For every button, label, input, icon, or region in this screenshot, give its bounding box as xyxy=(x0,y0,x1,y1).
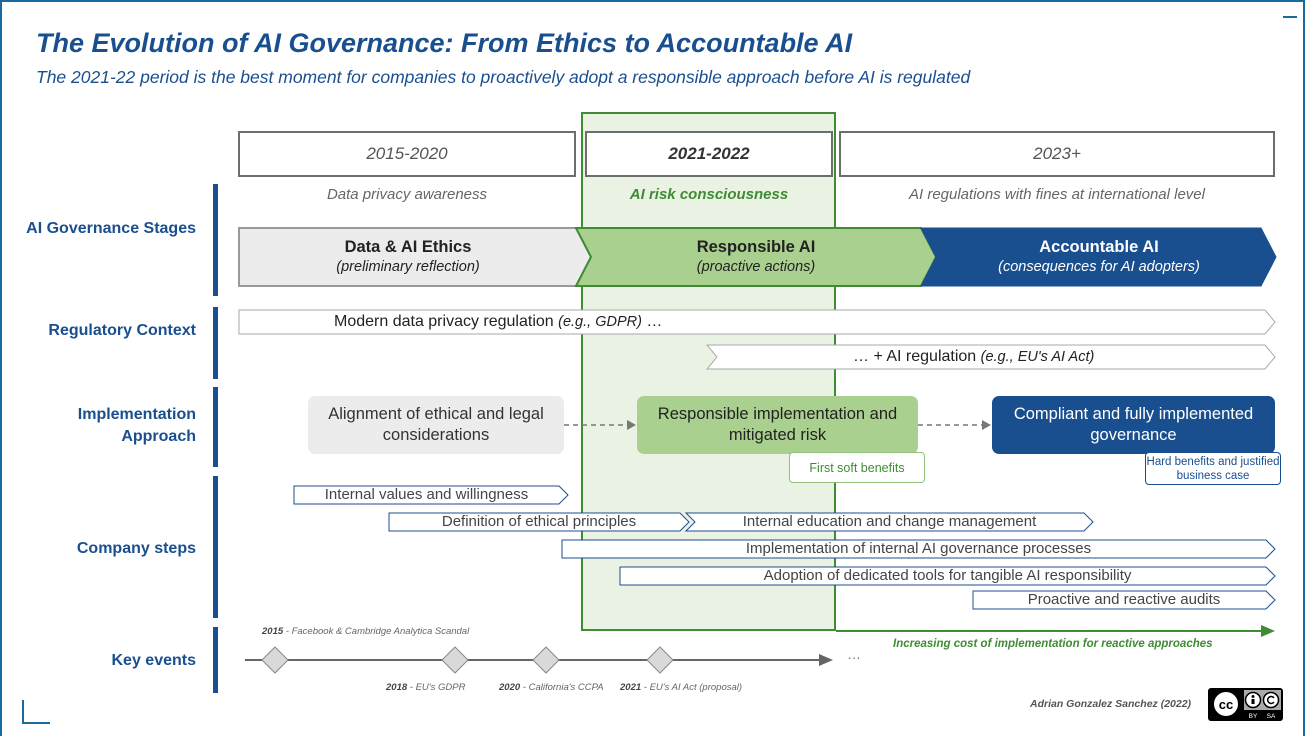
step-values-text: Internal values and willingness xyxy=(324,486,529,503)
soft-benefits-badge: First soft benefits xyxy=(789,452,925,483)
event-2018-diamond xyxy=(441,646,469,674)
stage-accountable-title: Accountable AI xyxy=(1039,238,1159,256)
timeline-arrow-head xyxy=(819,654,833,666)
corner-mark-top-right xyxy=(1283,16,1297,18)
step-arrow-tools xyxy=(619,566,1276,586)
cost-note: Increasing cost of implementation for re… xyxy=(893,638,1213,650)
step-audits-text: Proactive and reactive audits xyxy=(1027,591,1221,608)
stage-ethics-text: Data & AI Ethics (preliminary reflection… xyxy=(245,237,571,277)
event-2015-label: 2015 - Facebook & Cambridge Analytica Sc… xyxy=(262,626,470,637)
row-label-events: Key events xyxy=(111,652,197,669)
step-principles-text: Definition of ethical principles xyxy=(441,513,637,530)
period-2015-2020-box: 2015-2020 xyxy=(238,131,576,177)
step-arrow-audits xyxy=(972,590,1276,610)
impl-responsible-box: Responsible implementation and mitigated… xyxy=(637,396,918,454)
event-2020-diamond xyxy=(532,646,560,674)
hard-benefits-badge: Hard benefits and justified business cas… xyxy=(1145,452,1281,485)
event-2018-year: 2018 xyxy=(386,682,408,693)
event-2015-text: Facebook & Cambridge Analytica Scandal xyxy=(291,626,470,637)
impl-connector-1-head xyxy=(627,420,636,430)
frame-left-border xyxy=(0,0,2,736)
event-2018-label: 2018 - EU's GDPR xyxy=(386,682,466,693)
ai-regulation-example: (e.g., EU's AI Act) xyxy=(980,349,1095,365)
privacy-regulation-label: Modern data privacy regulation (e.g., GD… xyxy=(334,313,662,331)
event-2021-label: 2021 - EU's AI Act (proposal) xyxy=(620,682,743,693)
stage-ethics-title: Data & AI Ethics xyxy=(344,238,472,256)
row-label-company: Company steps xyxy=(76,540,196,557)
event-2015-diamond xyxy=(261,646,289,674)
stage-accountable-arrow xyxy=(920,227,1277,287)
event-2020-label: 2020 - California's CCPA xyxy=(499,682,604,693)
page-subtitle: The 2021-22 period is the best moment fo… xyxy=(36,67,971,87)
privacy-regulation-text: Modern data privacy regulation xyxy=(334,313,554,330)
event-2021-diamond xyxy=(646,646,674,674)
period-2021-caption: AI risk consciousness xyxy=(629,186,789,203)
frame-right-border xyxy=(1303,0,1305,736)
cost-arrow-head xyxy=(1261,625,1275,637)
page-title: The Evolution of AI Governance: From Eth… xyxy=(36,28,853,58)
row-label-regulatory: Regulatory Context xyxy=(48,322,196,339)
privacy-regulation-suffix: … xyxy=(646,313,663,330)
ai-regulation-text: … + AI regulation xyxy=(853,348,977,365)
events-side-bar xyxy=(213,627,218,693)
impl-connector-2-head xyxy=(982,420,991,430)
cc-license-badge xyxy=(1208,688,1283,721)
row-label-stages: AI Governance Stages xyxy=(26,220,196,237)
implementation-side-bar xyxy=(213,387,218,467)
stage-responsible-subtitle: (proactive actions) xyxy=(696,259,816,275)
stages-side-bar xyxy=(213,184,218,296)
step-tools-text: Adoption of dedicated tools for tangible… xyxy=(763,567,1132,584)
period-2015-caption: Data privacy awareness xyxy=(326,186,488,203)
event-2021-text: EU's AI Act (proposal) xyxy=(649,682,743,693)
company-side-bar xyxy=(213,476,218,618)
row-label-implementation: Implementation Approach xyxy=(77,406,196,445)
stage-accountable-text: Accountable AI (consequences for AI adop… xyxy=(942,237,1256,277)
step-arrow-values xyxy=(293,485,569,505)
event-2020-year: 2020 xyxy=(499,682,521,693)
step-education-text: Internal education and change management xyxy=(742,513,1037,530)
cc-by-label: BY xyxy=(1249,713,1258,720)
step-arrow-processes xyxy=(561,539,1276,559)
step-arrow-education xyxy=(684,512,1094,532)
ai-regulation-label: … + AI regulation (e.g., EU's AI Act) xyxy=(853,348,1094,366)
regulatory-side-bar xyxy=(213,307,218,379)
frame-top-border xyxy=(0,0,1305,2)
stage-responsible-text: Responsible AI (proactive actions) xyxy=(597,237,915,277)
event-2015-year: 2015 xyxy=(262,626,284,637)
event-2021-year: 2021 xyxy=(620,682,642,693)
privacy-regulation-example: (e.g., GDPR) xyxy=(558,314,642,330)
stage-ethics-subtitle: (preliminary reflection) xyxy=(336,259,480,275)
event-2020-text: California's CCPA xyxy=(528,682,604,693)
step-arrow-principles xyxy=(388,512,690,532)
timeline-ellipsis: … xyxy=(847,646,861,662)
period-2023-box: 2023+ xyxy=(839,131,1275,177)
privacy-regulation-arrow xyxy=(238,309,1276,335)
cc-sa-label: SA xyxy=(1267,713,1276,720)
stage-accountable-subtitle: (consequences for AI adopters) xyxy=(998,259,1200,275)
period-2023-caption: AI regulations with fines at internation… xyxy=(908,186,1205,203)
stage-responsible-title: Responsible AI xyxy=(696,238,816,256)
ai-regulation-arrow xyxy=(705,344,1276,370)
corner-mark-bottom-left xyxy=(22,700,50,724)
impl-compliant-box: Compliant and fully implemented governan… xyxy=(992,396,1275,454)
period-2021-2022-box: 2021-2022 xyxy=(585,131,833,177)
cc-label: cc xyxy=(1219,697,1233,712)
author-credit: Adrian Gonzalez Sanchez (2022) xyxy=(1030,698,1192,710)
event-2018-text: EU's GDPR xyxy=(415,682,466,693)
step-processes-text: Implementation of internal AI governance… xyxy=(745,540,1092,557)
impl-alignment-box: Alignment of ethical and legal considera… xyxy=(308,396,564,454)
